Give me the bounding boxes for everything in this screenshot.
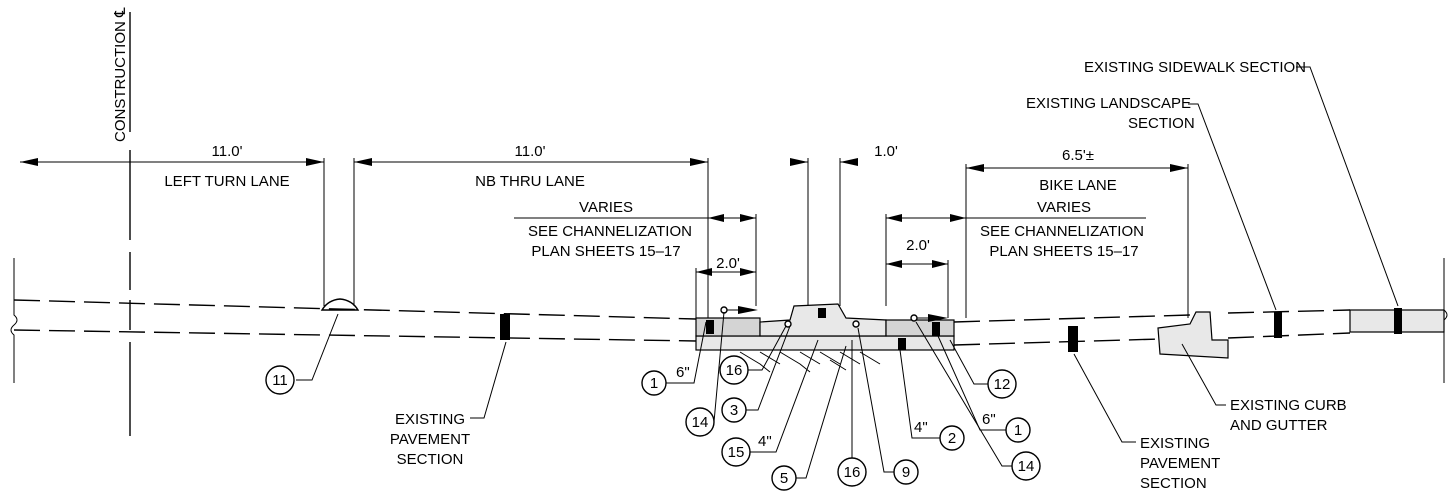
- dim-nb-thru-value: 11.0': [515, 143, 546, 160]
- median-section: [695, 303, 955, 373]
- bubble-2: 2 4": [899, 349, 965, 451]
- callout-existing-pavement-right-line3: SECTION: [1140, 475, 1207, 492]
- bubble-11-num: 11: [272, 372, 288, 389]
- bubble-1-right-num: 1: [1014, 422, 1022, 439]
- existing-pavement-mark-right: [1068, 326, 1078, 352]
- bubble-5-num: 5: [780, 470, 788, 487]
- callout-existing-pavement-left-line1: EXISTING: [395, 411, 465, 428]
- dim-left-turn-value: 11.0': [212, 143, 243, 160]
- note-varies-right-line3: PLAN SHEETS 15–17: [989, 243, 1138, 260]
- dim-bike-lane-label: BIKE LANE: [1039, 177, 1117, 194]
- bubble-5: 5: [771, 345, 847, 491]
- note-varies-left-line1: VARIES: [579, 199, 633, 216]
- dim-bike-value: 6.5'±: [1062, 147, 1094, 164]
- existing-pavement-mark-left: [500, 314, 510, 340]
- dim-nb-thru-lane: 11.0' NB THRU LANE: [353, 143, 709, 318]
- raised-pavement-marker: [320, 298, 360, 311]
- callout-existing-pavement-right-line1: EXISTING: [1140, 435, 1210, 452]
- bubble-14-right-num: 14: [1018, 458, 1035, 475]
- dim-median-offset: 1.0': [790, 143, 898, 306]
- callout-existing-pavement-right: EXISTING PAVEMENT SECTION: [1073, 353, 1220, 492]
- note-varies-left: VARIES SEE CHANNELIZATION PLAN SHEETS 15…: [514, 199, 757, 306]
- existing-landscape-section: [1274, 312, 1282, 338]
- bubble-11: 11: [265, 313, 339, 395]
- dim-left-turn-lane-label: LEFT TURN LANE: [164, 173, 289, 190]
- callout-existing-curb-line2: AND GUTTER: [1230, 417, 1328, 434]
- dim-left-turn-lane: 11.0' LEFT TURN LANE: [20, 143, 325, 306]
- dim-widen-right-value: 2.0': [906, 237, 930, 254]
- bubble-1-left-thickness: 6": [676, 364, 690, 381]
- callout-existing-pavement-left-line2: PAVEMENT: [390, 431, 470, 448]
- existing-curb-and-gutter: [1157, 311, 1229, 359]
- bubble-1-left: 1 6": [641, 321, 707, 396]
- note-varies-left-line3: PLAN SHEETS 15–17: [531, 243, 680, 260]
- left-break-line: [10, 258, 18, 383]
- bubble-14-right: 14: [915, 321, 1041, 481]
- bubble-16-right-num: 16: [844, 464, 861, 481]
- bubble-14-left: 14: [685, 311, 725, 437]
- bubble-12: 12: [949, 339, 1017, 399]
- dim-median-offset-value: 1.0': [874, 143, 898, 160]
- bubble-1-right: 1 6": [937, 335, 1031, 443]
- bubble-14-left-num: 14: [692, 414, 709, 431]
- centerline-label: CONSTRUCTION ℄: [112, 7, 129, 142]
- existing-ground-lines: [13, 299, 1351, 346]
- callout-existing-sidewalk-label: EXISTING SIDEWALK SECTION: [1084, 59, 1306, 76]
- construction-centerline: CONSTRUCTION ℄: [112, 7, 131, 436]
- bubble-12-num: 12: [994, 376, 1011, 393]
- bubble-1-left-num: 1: [650, 375, 658, 392]
- note-varies-right-line2: SEE CHANNELIZATION: [980, 223, 1144, 240]
- bubble-2-thickness: 4": [914, 419, 928, 436]
- bubble-15: 15 4": [721, 339, 819, 467]
- bubble-3-num: 3: [730, 402, 738, 419]
- bubble-9-num: 9: [902, 464, 910, 481]
- bubble-9: 9: [857, 327, 919, 485]
- callout-existing-landscape-line1: EXISTING LANDSCAPE: [1026, 95, 1191, 112]
- callout-existing-landscape: EXISTING LANDSCAPE SECTION: [1026, 95, 1277, 311]
- callout-existing-pavement-left-line3: SECTION: [397, 451, 464, 468]
- bubble-16-left-num: 16: [726, 362, 743, 379]
- dim-nb-thru-lane-label: NB THRU LANE: [475, 173, 585, 190]
- bubble-15-num: 15: [728, 444, 745, 461]
- callout-existing-pavement-left: EXISTING PAVEMENT SECTION: [390, 341, 507, 468]
- bubble-1-right-thickness: 6": [982, 411, 996, 428]
- note-varies-right: VARIES SEE CHANNELIZATION PLAN SHEETS 15…: [885, 199, 1146, 306]
- callout-existing-sidewalk: EXISTING SIDEWALK SECTION: [1084, 59, 1399, 307]
- dim-widen-left-value: 2.0': [716, 255, 740, 272]
- callout-existing-landscape-line2: SECTION: [1128, 115, 1195, 132]
- note-varies-right-line1: VARIES: [1037, 199, 1091, 216]
- bubble-3: 3: [721, 325, 791, 423]
- bubble-16-left: 16: [719, 325, 787, 385]
- bubble-2-num: 2: [948, 430, 956, 447]
- callout-existing-curb-line1: EXISTING CURB: [1230, 397, 1347, 414]
- callout-existing-pavement-right-line2: PAVEMENT: [1140, 455, 1220, 472]
- note-varies-left-line2: SEE CHANNELIZATION: [528, 223, 692, 240]
- bubble-16-right: 16: [837, 340, 867, 487]
- callout-existing-curb: EXISTING CURB AND GUTTER: [1181, 343, 1347, 434]
- dim-bike-lane: 6.5'± BIKE LANE: [965, 147, 1189, 318]
- existing-sidewalk-section: [1349, 308, 1445, 334]
- dim-widen-left: 2.0': [695, 255, 756, 318]
- bubble-15-thickness: 4": [758, 433, 772, 450]
- dim-widen-right: 2.0': [886, 237, 949, 318]
